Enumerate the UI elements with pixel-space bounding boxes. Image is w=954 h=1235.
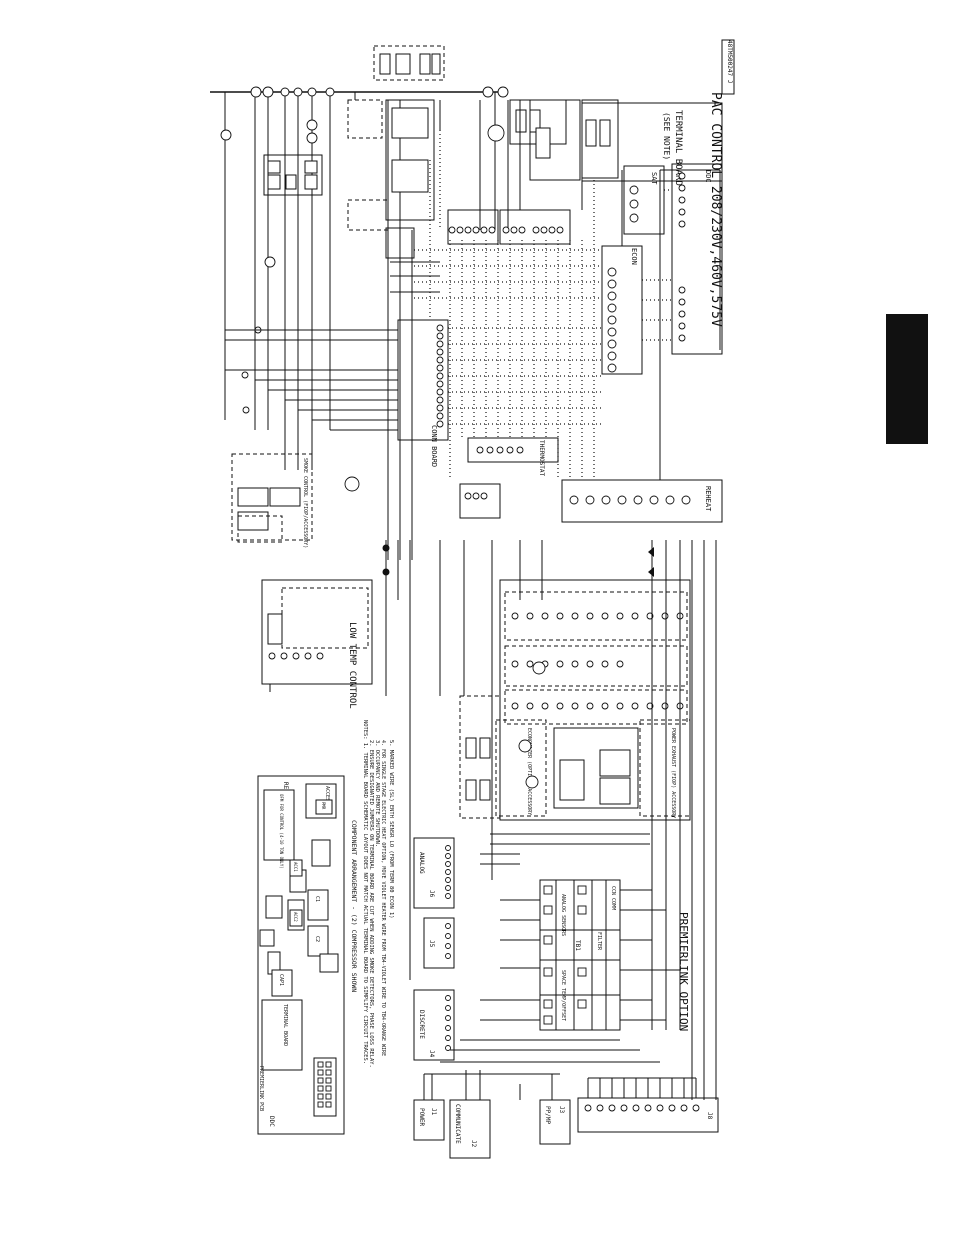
note-4: 4. FOR SINGLE STAGE ELECTRIC HEAT OPTION… bbox=[380, 740, 386, 1056]
filter-label: FILTER bbox=[596, 932, 602, 951]
ddc-label: DDC bbox=[704, 170, 712, 183]
ddc-small-label: DDC bbox=[268, 1116, 275, 1127]
j5-connector bbox=[423, 917, 455, 969]
note-5: 5. MARKED WIRE (SL) ENTH SENSR LO (FROM … bbox=[388, 740, 394, 919]
discrete-j4 bbox=[413, 989, 455, 1061]
diagram-title: PAC CONTROL 208/230V,460V,575V bbox=[708, 92, 723, 327]
component-arrangement bbox=[257, 775, 345, 1135]
ccn-comm-label: CCN COMM bbox=[610, 886, 616, 910]
j8-label: J8 bbox=[706, 1112, 713, 1120]
pp-mp-j3 bbox=[539, 1099, 571, 1145]
acc1-label: ACC1 bbox=[293, 862, 298, 872]
j6-label: J6 bbox=[428, 890, 435, 898]
note-3: 3. OCCUPANCY AND REMOTE SHUTDOWN. bbox=[374, 740, 380, 847]
section-tab bbox=[886, 314, 928, 444]
see-note-label: (SEE NOTE) bbox=[662, 112, 671, 160]
econ-label: ECON bbox=[630, 248, 638, 265]
smoke-control-box bbox=[231, 453, 313, 541]
reheat-label: REHEAT bbox=[704, 486, 712, 512]
signal-wiring bbox=[414, 130, 672, 480]
note-1: NOTES: 1. TERMINAL BOARD SCHEMATIC LAYOU… bbox=[362, 720, 368, 1064]
econ-terminals-lower bbox=[511, 612, 684, 710]
connectors-row bbox=[382, 540, 717, 600]
premierlink-option-label: PREMIERLINK OPTION bbox=[677, 912, 690, 1031]
econ-terminals bbox=[607, 267, 617, 373]
terminal-board-small-label: TERMINAL BOARD bbox=[282, 1004, 288, 1046]
power-j1 bbox=[413, 1099, 445, 1141]
analog-j6 bbox=[413, 837, 455, 909]
ddc-terminals bbox=[678, 172, 686, 342]
j4-label: J4 bbox=[428, 1050, 435, 1058]
analog-label: ANALOG bbox=[418, 852, 425, 874]
thermostat-box bbox=[467, 437, 559, 463]
reheat-terminals bbox=[569, 495, 691, 505]
low-temp-control bbox=[261, 579, 373, 685]
tb1-board bbox=[539, 879, 621, 1031]
drawing-number: 48TM500247 J bbox=[726, 40, 733, 83]
conn-board-label: CONN BOARD bbox=[430, 425, 438, 467]
ofm-control-label: OFM FOR CONTROL (4-10 TON ONLY) bbox=[279, 794, 284, 869]
power-exhaust-box bbox=[639, 719, 691, 817]
smoke-control-label: SMOKE CONTROL (FIOP/ACCESSORY) bbox=[302, 458, 308, 548]
j5-label: J5 bbox=[428, 940, 435, 948]
reheat-box bbox=[561, 479, 723, 523]
communicate-j2 bbox=[449, 1099, 491, 1159]
j8-connector bbox=[577, 1097, 719, 1133]
note-2: 2. ENSURE DESIGNATED JUMPERS ON TERMINAL… bbox=[368, 740, 374, 1068]
title-block: PAC CONTROL 208/230V,460V,575V bbox=[708, 92, 723, 327]
notes: NOTES: 1. TERMINAL BOARD SCHEMATIC LAYOU… bbox=[362, 720, 394, 1068]
j1-label: J1 bbox=[430, 1108, 437, 1116]
conn-board-terminals bbox=[436, 324, 444, 428]
power-label: POWER bbox=[418, 1108, 425, 1126]
tb1-wiring bbox=[440, 889, 680, 1063]
sat-box bbox=[623, 165, 665, 235]
comp-terminals bbox=[448, 226, 564, 234]
ddc-board bbox=[671, 163, 723, 355]
top-contacts bbox=[220, 86, 509, 414]
economizer-box bbox=[495, 719, 547, 817]
c2-label: C2 bbox=[314, 936, 320, 942]
discrete-label: DISCRETE bbox=[418, 1010, 425, 1039]
pp-mp-label: PP/MP bbox=[544, 1106, 551, 1124]
tb1-label: TB1 bbox=[574, 940, 581, 951]
premierlink-pcb-label: PREMIERLINK PCB bbox=[258, 1066, 264, 1111]
cap1-label: CAP1 bbox=[278, 974, 284, 986]
tb1-terminals bbox=[543, 885, 587, 1025]
j3-label: J3 bbox=[558, 1106, 565, 1114]
pmr-label: PMR bbox=[321, 802, 326, 810]
communicate-label: COMMUNICATE bbox=[454, 1104, 461, 1144]
power-exhaust-label: POWER EXHAUST (FIOP) ACCESSORY bbox=[670, 728, 676, 818]
j2-label: J2 bbox=[470, 1140, 477, 1148]
terminal-board-label: TERMINAL BOARD bbox=[673, 110, 683, 186]
j8-terminals bbox=[584, 1104, 700, 1112]
j8-wiring bbox=[423, 1070, 697, 1100]
space-temp-label: SPACE TEMP/OFFSET bbox=[560, 970, 566, 1021]
low-temp-control-label: LOW TEMP CONTROL bbox=[347, 622, 357, 709]
economizer-label: ECONOMIZER (OPTION) ACCESSORY bbox=[526, 728, 532, 815]
thermostat-label: THERMOSTAT bbox=[538, 440, 545, 477]
component-arrangement-caption: COMPONENT ARRANGEMENT - (2) COMPRESSOR S… bbox=[350, 820, 358, 992]
pcb-terminals bbox=[317, 1061, 332, 1108]
acc2-label: ACC2 bbox=[293, 912, 298, 922]
c1-label: C1 bbox=[314, 896, 320, 902]
lower-wiring bbox=[385, 600, 717, 1100]
sat-label: SAT bbox=[650, 172, 658, 185]
analog-sensors-label: ANALOG SENSORS bbox=[560, 894, 566, 936]
